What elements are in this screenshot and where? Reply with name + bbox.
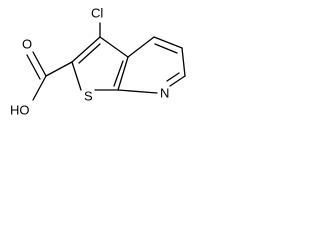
bond-c3-c3a <box>99 36 129 58</box>
atom-label-nitrogen: N <box>160 85 169 100</box>
bond-c4-c5-double <box>154 43 178 54</box>
chemical-structure-diagram: Cl HO O S N <box>10 5 186 117</box>
bond-n-c7a <box>117 89 158 94</box>
bond-s-c2 <box>71 61 82 91</box>
bond-c2-c3-double <box>78 43 101 64</box>
atom-label-carbonyl-oxygen: O <box>22 36 32 51</box>
bond-c2-carboxyl <box>45 61 73 77</box>
bond-c3a-c7a <box>117 56 129 91</box>
bond-c4-c5 <box>153 36 183 49</box>
bond-c5-c6 <box>181 47 186 77</box>
atom-label-sulfur: S <box>84 88 93 103</box>
atom-label-hydroxyl: HO <box>10 102 30 117</box>
bond-c3a-c7a-double <box>113 60 124 87</box>
bond-c6-n-double <box>166 72 180 82</box>
bond-c3a-c4 <box>127 36 155 58</box>
bond-carboxyl-o-double-b <box>26 54 41 80</box>
bond-carboxyl-oh <box>32 75 47 101</box>
atom-label-chlorine: Cl <box>91 5 103 20</box>
bond-c6-n <box>169 75 186 87</box>
bond-c2-c3 <box>71 36 101 63</box>
bond-carboxyl-o-double-a <box>32 51 47 77</box>
